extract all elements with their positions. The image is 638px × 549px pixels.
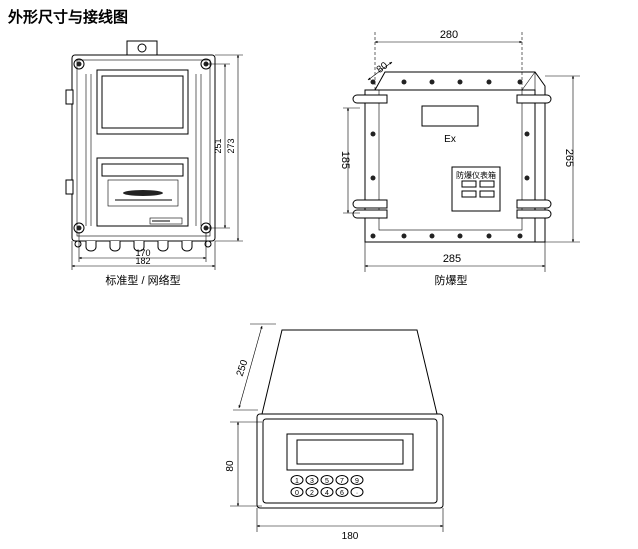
key-4[interactable] (320, 487, 334, 497)
std-dim-width-outer: 182 (135, 256, 150, 266)
standard-type-drawing (65, 40, 243, 270)
key-dot-label: · (356, 490, 358, 497)
key-1[interactable] (290, 475, 304, 485)
exp-dim-top: 280 (440, 29, 458, 41)
panel-dim-width: 180 (342, 531, 359, 542)
standard-type-caption: 标准型 / 网络型 (105, 273, 180, 287)
explosion-proof-drawing (343, 32, 580, 272)
panel-dim-height: 80 (225, 460, 236, 472)
key-9[interactable] (350, 475, 364, 485)
key-0[interactable] (290, 487, 304, 497)
panel-type-drawing (230, 323, 444, 532)
key-9-label: 9 (355, 478, 359, 485)
key-2-label: 2 (310, 490, 314, 497)
exp-dim-right: 265 (563, 149, 575, 167)
key-4-label: 4 (325, 490, 329, 497)
std-dim-height-inner: 251 (213, 138, 223, 153)
key-0-label: 0 (295, 490, 299, 497)
exp-dim-left: 185 (339, 151, 351, 169)
page-title: 外形尺寸与接线图 (8, 8, 129, 26)
exp-nameplate-label: 防爆仪表箱 (456, 170, 496, 180)
explosion-proof-caption: 防爆型 (435, 273, 468, 287)
key-2[interactable] (305, 487, 319, 497)
keypad (290, 475, 364, 497)
key-6[interactable] (335, 487, 349, 497)
exp-dim-bottom: 285 (443, 253, 461, 265)
key-dot[interactable] (350, 487, 364, 497)
exp-ex-label: Ex (444, 134, 456, 145)
key-7-label: 7 (340, 478, 344, 485)
panel-dim-depth: 250 (235, 358, 251, 378)
key-7[interactable] (335, 475, 349, 485)
key-3-label: 3 (310, 478, 314, 485)
key-5-label: 5 (325, 478, 329, 485)
key-1-label: 1 (295, 478, 299, 485)
key-6-label: 6 (340, 490, 344, 497)
key-3[interactable] (305, 475, 319, 485)
key-5[interactable] (320, 475, 334, 485)
std-dim-height-outer: 273 (226, 138, 236, 153)
std-dim-width-inner: 170 (135, 248, 150, 258)
